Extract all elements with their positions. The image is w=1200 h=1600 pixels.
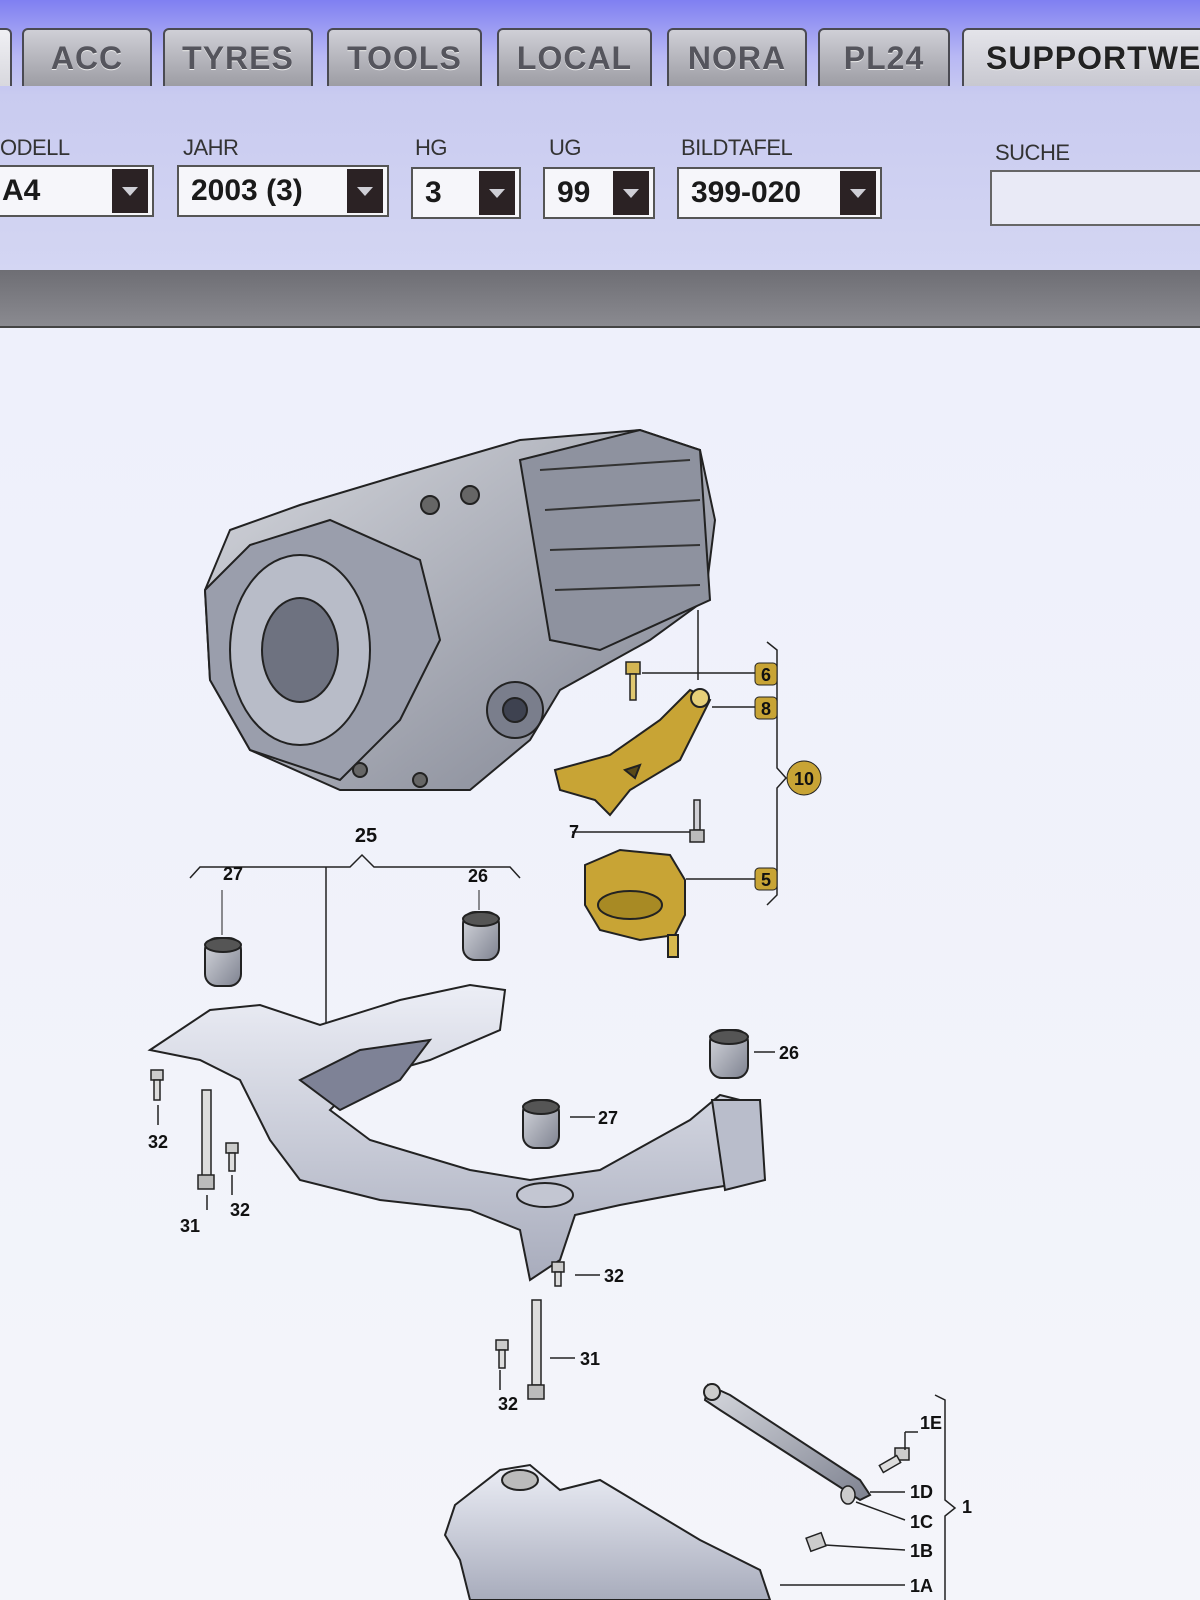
- track-rod-1[interactable]: [703, 1383, 872, 1502]
- bildtafel-label: BILDTAFEL: [681, 135, 793, 160]
- jahr-select[interactable]: 2003 (3): [177, 165, 389, 217]
- callout-26-right[interactable]: 26: [779, 1043, 799, 1063]
- chevron-down-icon[interactable]: [479, 171, 515, 215]
- chevron-down-icon[interactable]: [347, 169, 383, 213]
- callout-31-center[interactable]: 31: [580, 1349, 600, 1369]
- callout-1C[interactable]: 1C: [910, 1512, 933, 1532]
- callout-32-bottom[interactable]: 32: [498, 1394, 518, 1414]
- bolt-6[interactable]: [625, 661, 641, 701]
- chevron-down-icon[interactable]: [112, 169, 148, 213]
- washer-1C[interactable]: [840, 1485, 856, 1505]
- suche-label: SUCHE: [995, 140, 1070, 165]
- tab-bar: ACC TYRES TOOLS LOCAL NORA PL24 SUPPORTW…: [0, 0, 1200, 95]
- modell-select[interactable]: A4: [0, 165, 154, 217]
- bildtafel-select[interactable]: 399-020: [677, 167, 882, 219]
- parts-diagram-svg: 6 8 10 7 5 25 27 26 26 27 32 31 32 32 31…: [147, 428, 972, 1600]
- bolt-31-left[interactable]: [197, 1089, 215, 1190]
- tab-tools[interactable]: TOOLS: [327, 28, 482, 86]
- jahr-label: JAHR: [183, 135, 239, 160]
- tab-nora[interactable]: NORA: [667, 28, 807, 86]
- callout-27-mid[interactable]: 27: [598, 1108, 618, 1128]
- callout-10[interactable]: 10: [786, 760, 822, 796]
- search-input[interactable]: [990, 170, 1200, 226]
- callout-5[interactable]: 5: [754, 867, 778, 891]
- callout-8[interactable]: 8: [754, 696, 778, 720]
- ug-value: 99: [557, 176, 591, 209]
- bushing-26-top[interactable]: [462, 911, 500, 961]
- chevron-down-icon[interactable]: [840, 171, 876, 215]
- callout-1E[interactable]: 1E: [920, 1413, 942, 1433]
- callout-1[interactable]: 1: [962, 1497, 972, 1517]
- jahr-value: 2003 (3): [191, 174, 303, 207]
- callout-7[interactable]: 7: [569, 822, 579, 842]
- bushing-27-mid[interactable]: [522, 1099, 560, 1149]
- diagram-header-bar: [0, 270, 1200, 328]
- callout-32-center[interactable]: 32: [604, 1266, 624, 1286]
- rubber-mount-5[interactable]: [584, 848, 686, 958]
- subframe-25[interactable]: [147, 983, 767, 1282]
- tab-local[interactable]: LOCAL: [497, 28, 652, 86]
- tab-supportwe[interactable]: SUPPORTWE: [962, 28, 1200, 86]
- hg-label: HG: [415, 135, 448, 160]
- transmission-illustration[interactable]: [203, 428, 717, 791]
- hg-value: 3: [425, 176, 442, 209]
- bolt-32-center[interactable]: [551, 1261, 565, 1287]
- callout-1D[interactable]: 1D: [910, 1482, 933, 1502]
- parts-diagram: 6 8 10 7 5 25 27 26 26 27 32 31 32 32 31…: [0, 328, 1200, 1600]
- modell-label: ODELL: [0, 135, 70, 160]
- callout-26-top[interactable]: 26: [468, 866, 488, 886]
- tab-current-partial[interactable]: [0, 28, 12, 86]
- bolt-32-left[interactable]: [150, 1069, 164, 1101]
- bolt-31-center[interactable]: [527, 1299, 545, 1400]
- bolt-1B[interactable]: [805, 1531, 827, 1553]
- callout-27-top[interactable]: 27: [223, 864, 243, 884]
- callout-1A[interactable]: 1A: [910, 1576, 933, 1596]
- callout-32-left-2[interactable]: 32: [230, 1200, 250, 1220]
- bolt-32-bottom[interactable]: [495, 1339, 509, 1369]
- callout-25[interactable]: 25: [355, 825, 377, 847]
- bolt-7[interactable]: [689, 799, 705, 843]
- callout-6-text: 6: [761, 665, 771, 685]
- callout-32-left[interactable]: 32: [148, 1132, 168, 1152]
- hg-select[interactable]: 3: [411, 167, 521, 219]
- callout-10-text: 10: [794, 769, 814, 789]
- callout-1B[interactable]: 1B: [910, 1541, 933, 1561]
- bolt-1E[interactable]: [878, 1447, 910, 1474]
- bildtafel-value: 399-020: [691, 176, 802, 209]
- chevron-down-icon[interactable]: [613, 171, 649, 215]
- ug-label: UG: [549, 135, 582, 160]
- bushing-27-top[interactable]: [204, 937, 242, 987]
- wheel-carrier-illustration[interactable]: [443, 1463, 772, 1600]
- gearbox-mount-bracket[interactable]: [553, 688, 712, 817]
- callout-5-text: 5: [761, 870, 771, 890]
- callout-8-text: 8: [761, 699, 771, 719]
- ug-select[interactable]: 99: [543, 167, 655, 219]
- tab-tyres[interactable]: TYRES: [163, 28, 313, 86]
- callout-31-left[interactable]: 31: [180, 1216, 200, 1236]
- bolt-32-left-2[interactable]: [225, 1142, 239, 1172]
- callout-6[interactable]: 6: [754, 662, 778, 686]
- bushing-26-right[interactable]: [709, 1029, 749, 1079]
- modell-value: A4: [2, 174, 41, 207]
- tab-acc[interactable]: ACC: [22, 28, 152, 86]
- tab-pl24[interactable]: PL24: [818, 28, 950, 86]
